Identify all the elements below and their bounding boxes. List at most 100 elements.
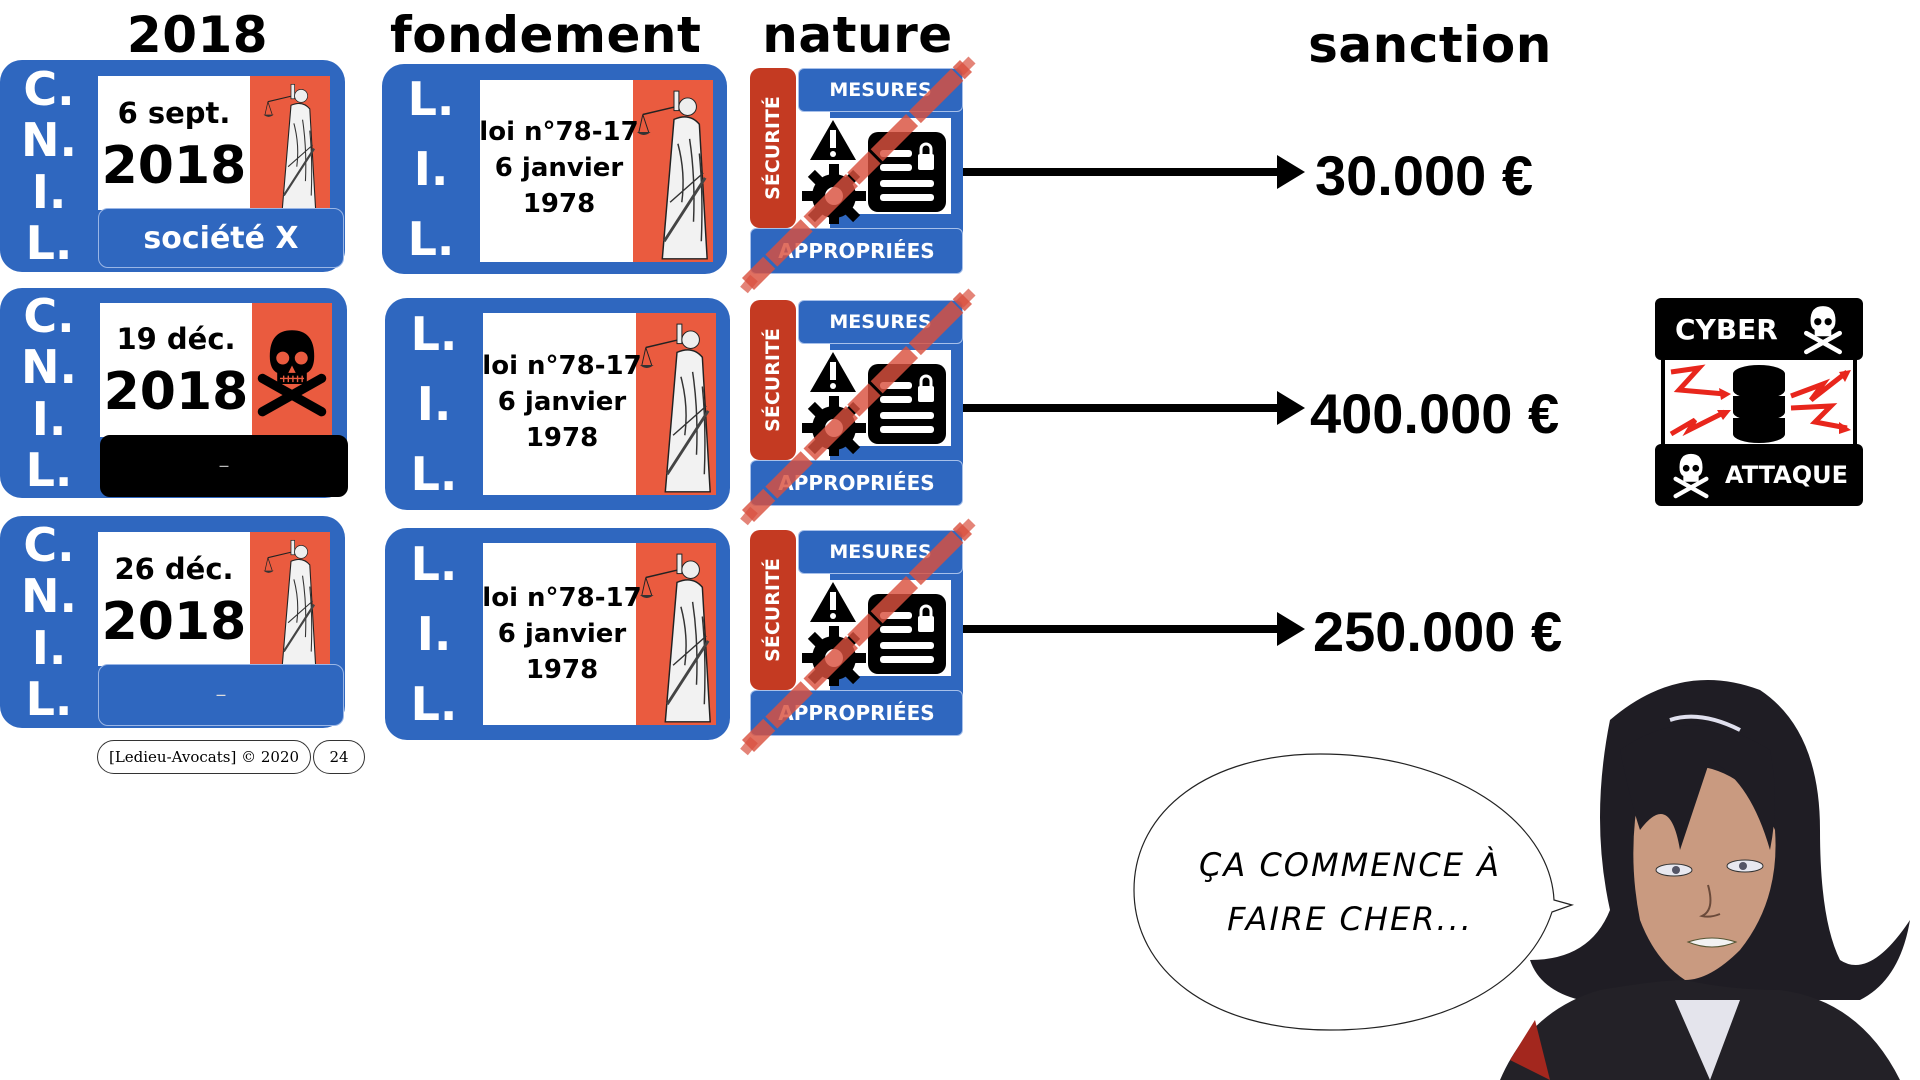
date-panel: [98, 76, 250, 210]
date-year: 2018: [101, 136, 247, 196]
sanctioned-entity: société X: [98, 208, 344, 268]
law-reference: loi n°78-17 6 janvier 1978: [477, 348, 647, 456]
security-label: SÉCURITÉ: [750, 300, 796, 460]
lil-acronym: L. I. L.: [382, 64, 480, 274]
law-panel: [483, 313, 636, 495]
emblem-panel: [250, 76, 330, 210]
letter: I.: [31, 620, 67, 675]
cyber-label-bar: CYBER: [1655, 298, 1863, 360]
speech-line: FAIRE CHER...: [1227, 900, 1473, 938]
decision-date: 26 déc. 2018: [98, 552, 250, 652]
cnil-acronym: C. N. I. L.: [0, 516, 98, 728]
attack-label: ATTAQUE: [1725, 461, 1848, 489]
appropriate-label: APPROPRIÉES: [750, 690, 963, 736]
copyright-label: [Ledieu-Avocats] © 2020: [97, 740, 311, 774]
measures-label: MESURES: [798, 530, 963, 574]
measures-label: MESURES: [798, 300, 963, 344]
page-number: 24: [313, 740, 365, 774]
letter: I.: [31, 391, 67, 446]
law-year: 1978: [522, 189, 596, 219]
date-day: 26 déc.: [114, 552, 234, 586]
cnil-decision-card: C. N. I. L. 6 sept. 2018 société X: [0, 60, 345, 272]
law-panel: [483, 543, 636, 725]
nature-block: SÉCURITÉ MESURES APPROPRIÉES: [750, 68, 963, 274]
appropriate-label: APPROPRIÉES: [750, 228, 963, 274]
cyber-attack-badge: CYBER: [1655, 298, 1863, 506]
skull-crossbones-icon: [255, 321, 329, 421]
justice-statue-icon: [256, 80, 326, 210]
speech-line: ÇA COMMENCE À: [1199, 846, 1501, 884]
security-icons: [800, 344, 956, 456]
letter: C.: [23, 517, 75, 572]
letter: L.: [407, 72, 455, 126]
sanction-amount: 400.000 €: [1310, 382, 1560, 445]
law-number: loi n°78-17: [479, 117, 639, 147]
law-number: loi n°78-17: [482, 583, 642, 613]
decision-date: 19 déc. 2018: [100, 322, 252, 422]
law-reference-card: L. I. L. loi n°78-17 6 janvier 1978: [382, 64, 727, 274]
speech-bubble: [1133, 753, 1575, 1031]
letter: L.: [25, 672, 73, 727]
letter: I.: [413, 142, 449, 196]
law-reference-card: L. I. L. loi n°78-17 6 janvier 1978: [385, 528, 730, 740]
cnil-acronym: C. N. I. L.: [0, 288, 98, 498]
nature-block: SÉCURITÉ MESURES APPROPRIÉES: [750, 300, 963, 506]
emblem-panel: [636, 543, 716, 725]
security-text: SÉCURITÉ: [762, 328, 784, 432]
security-label: SÉCURITÉ: [750, 530, 796, 690]
emblem-panel: [250, 532, 330, 666]
appropriate-label: APPROPRIÉES: [750, 460, 963, 506]
security-text: SÉCURITÉ: [762, 558, 784, 662]
cnil-decision-card: C. N. I. L. 19 déc. 2018 —: [0, 288, 348, 498]
law-number: loi n°78-17: [482, 351, 642, 381]
cyber-label: CYBER: [1675, 312, 1778, 346]
law-date: 6 janvier: [497, 619, 627, 649]
date-year: 2018: [101, 592, 247, 652]
sanction-amount: 250.000 €: [1313, 600, 1563, 663]
date-year: 2018: [103, 362, 249, 422]
letter: N.: [21, 569, 77, 624]
law-reference: loi n°78-17 6 janvier 1978: [477, 580, 647, 688]
database-attack-illustration: [1661, 360, 1857, 444]
date-day: 6 sept.: [117, 96, 231, 130]
law-reference-card: L. I. L. loi n°78-17 6 janvier 1978: [385, 298, 730, 510]
letter: C.: [23, 61, 75, 116]
law-date: 6 janvier: [497, 387, 627, 417]
justice-statue-icon: [256, 536, 326, 666]
letter: L.: [410, 447, 458, 501]
emblem-panel: [252, 303, 332, 437]
law-reference: loi n°78-17 6 janvier 1978: [474, 114, 644, 222]
date-day: 19 déc.: [116, 322, 236, 356]
arrow-icon: [963, 391, 1305, 425]
letter: C.: [23, 289, 75, 344]
sanctioned-entity: —: [98, 664, 344, 726]
lawyer-character-illustration: [1500, 680, 1910, 1080]
speech-bubble-text: ÇA COMMENCE À FAIRE CHER...: [1160, 838, 1540, 946]
nature-block: SÉCURITÉ MESURES APPROPRIÉES: [750, 530, 963, 736]
law-year: 1978: [525, 655, 599, 685]
letter: N.: [21, 340, 77, 395]
skull-crossbones-icon: [1803, 306, 1842, 355]
sanction-amount: 30.000 €: [1315, 144, 1533, 207]
cnil-acronym: C. N. I. L.: [0, 60, 98, 272]
letter: I.: [31, 164, 67, 219]
attack-label-bar: ATTAQUE: [1655, 444, 1863, 506]
database-icon: [1669, 364, 1851, 443]
security-text: SÉCURITÉ: [762, 96, 784, 200]
lil-acronym: L. I. L.: [385, 298, 483, 510]
sanctioned-entity-redacted: —: [100, 435, 348, 497]
letter: I.: [416, 377, 452, 431]
date-panel: [100, 303, 252, 437]
letter: L.: [407, 212, 455, 266]
arrow-icon: [963, 155, 1305, 189]
decision-date: 6 sept. 2018: [98, 96, 250, 196]
letter: L.: [410, 307, 458, 361]
law-panel: [480, 80, 633, 262]
justice-statue-icon: [635, 84, 713, 262]
column-title-nature: nature: [762, 6, 953, 64]
column-title-year: 2018: [126, 6, 269, 64]
measures-label: MESURES: [798, 68, 963, 112]
emblem-panel: [633, 80, 713, 262]
law-year: 1978: [525, 423, 599, 453]
emblem-panel: [636, 313, 716, 495]
